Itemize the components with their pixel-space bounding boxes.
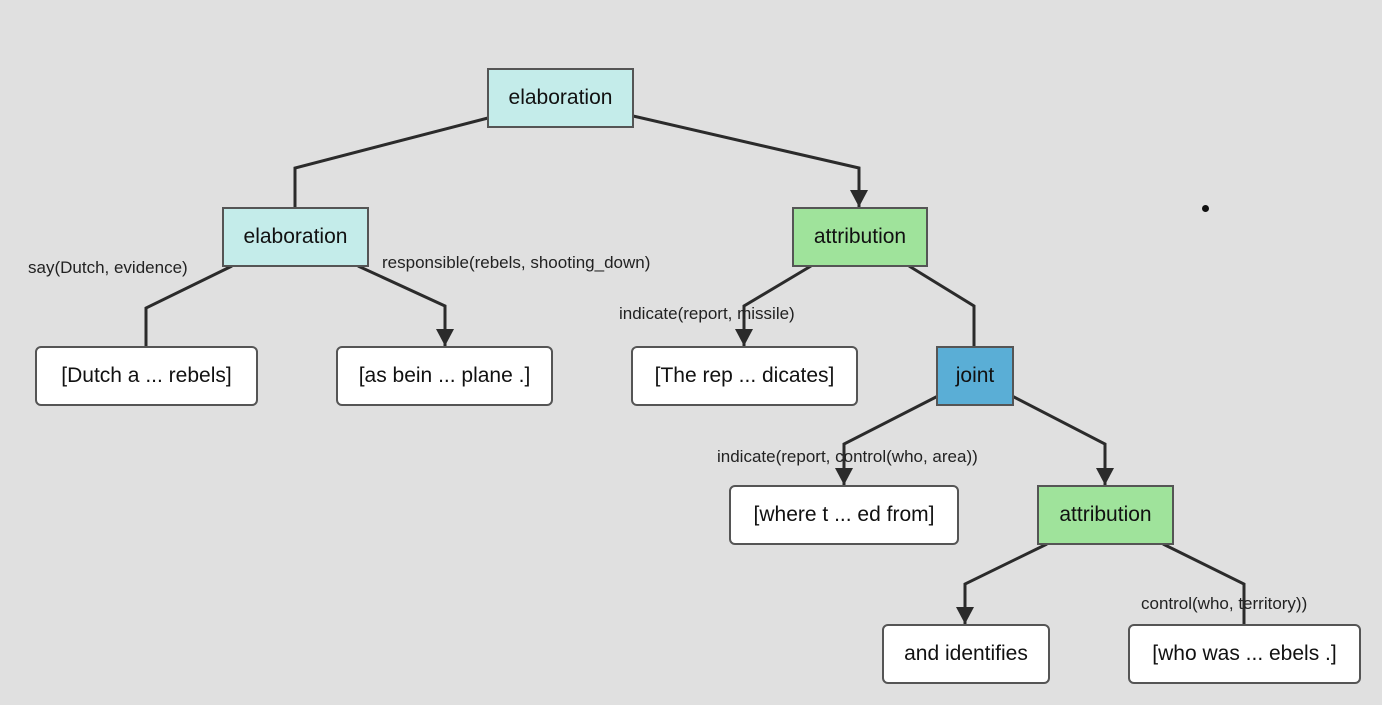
edge-elab-left-to-asbein-arrowhead (436, 329, 454, 346)
edge-elab-left-to-dutch-line (144, 264, 233, 346)
edge-label-control-territory: control(who, territory)) (1141, 594, 1308, 613)
edge-root-to-elab-left-line (293, 116, 489, 207)
edge-joint-to-where (835, 394, 939, 485)
edge-attr-right-to-joint (908, 264, 976, 346)
edge-root-to-attr-right-line (632, 114, 861, 207)
edge-label-indicate-control: indicate(report, control(who, area)) (717, 447, 978, 466)
leaf-who-was[interactable]: [who was ... ebels .] (1128, 624, 1361, 684)
edge-label-indicate-missile: indicate(report, missile) (619, 304, 795, 323)
edge-joint-to-attr-lower-arrowhead (1096, 468, 1114, 485)
edge-attr-right-to-report-arrowhead (735, 329, 753, 346)
edge-attr-lower-to-who-line (1162, 542, 1246, 624)
leaf-and-identifies[interactable]: and identifies (882, 624, 1050, 684)
edge-attr-lower-to-identifies-arrowhead (956, 607, 974, 624)
leaf-the-report[interactable]: [The rep ... dicates] (631, 346, 858, 406)
leaf-where[interactable]: [where t ... ed from] (729, 485, 959, 545)
edge-label-responsible: responsible(rebels, shooting_down) (382, 253, 651, 272)
edge-elab-left-to-dutch (144, 264, 233, 346)
leaf-dutch[interactable]: [Dutch a ... rebels] (35, 346, 258, 406)
node-elaboration-root[interactable]: elaboration (487, 68, 634, 128)
edge-label-say: say(Dutch, evidence) (28, 258, 188, 277)
node-attribution-lower[interactable]: attribution (1037, 485, 1174, 545)
edge-joint-to-where-line (842, 394, 939, 485)
edge-elab-left-to-asbein-line (357, 264, 447, 346)
edge-attr-lower-to-identifies (956, 542, 1048, 624)
edge-attr-right-to-joint-line (908, 264, 976, 346)
edge-root-to-elab-left (293, 116, 489, 207)
node-attribution-right[interactable]: attribution (792, 207, 928, 267)
edge-attr-lower-to-identifies-line (963, 542, 1048, 624)
edge-joint-to-where-arrowhead (835, 468, 853, 485)
leaf-as-bein[interactable]: [as bein ... plane .] (336, 346, 553, 406)
edge-attr-lower-to-who (1162, 542, 1246, 624)
node-joint[interactable]: joint (936, 346, 1014, 406)
stray-dot (1202, 205, 1209, 212)
edge-joint-to-attr-lower-line (1011, 394, 1107, 485)
edge-root-to-attr-right (632, 114, 868, 207)
edge-attr-right-to-report (735, 264, 812, 346)
node-elaboration-left[interactable]: elaboration (222, 207, 369, 267)
edge-joint-to-attr-lower (1011, 394, 1114, 485)
edge-elab-left-to-asbein (357, 264, 454, 346)
edge-root-to-attr-right-arrowhead (850, 190, 868, 207)
